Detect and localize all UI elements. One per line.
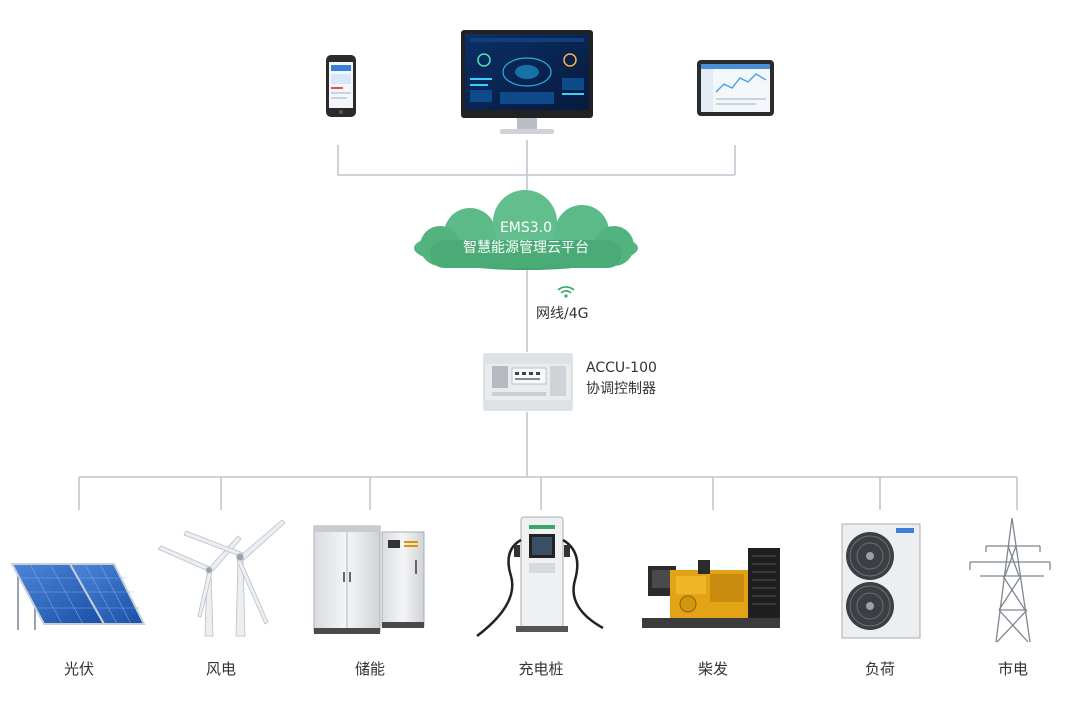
diesel-generator-icon bbox=[642, 548, 780, 628]
wind-turbine-icon bbox=[157, 519, 286, 637]
tablet-icon bbox=[697, 60, 774, 116]
label-grid: 市电 bbox=[997, 660, 1028, 678]
controller-device-icon bbox=[483, 353, 573, 411]
cloud-shape bbox=[414, 190, 638, 270]
phone-icon bbox=[326, 55, 356, 117]
cloud-line-ems: EMS3.0 bbox=[499, 220, 553, 236]
wifi-icon bbox=[557, 286, 575, 298]
energy-storage-cabinet-icon bbox=[313, 525, 425, 634]
connection-lines bbox=[78, 140, 1018, 510]
label-storage: 储能 bbox=[354, 660, 385, 678]
solar-panel-icon bbox=[10, 563, 146, 630]
label-pv: 光伏 bbox=[63, 660, 94, 678]
label-diesel: 柴发 bbox=[697, 660, 728, 678]
label-charger: 充电桩 bbox=[518, 660, 564, 678]
link-label: 网线/4G bbox=[536, 306, 589, 322]
power-tower-icon bbox=[969, 517, 1051, 643]
cloud-line-platform: 智慧能源管理云平台 bbox=[463, 240, 589, 256]
controller-name-label: 协调控制器 bbox=[586, 381, 656, 397]
controller-model-label: ACCU-100 bbox=[586, 360, 657, 376]
desktop-monitor-icon bbox=[461, 30, 593, 134]
cloud-platform-title: EMS3.0 智慧能源管理云平台 bbox=[426, 218, 626, 258]
label-wind: 风电 bbox=[205, 660, 236, 678]
ev-charger-icon bbox=[476, 516, 604, 637]
label-load: 负荷 bbox=[864, 660, 895, 678]
outdoor-unit-icon bbox=[841, 523, 921, 639]
